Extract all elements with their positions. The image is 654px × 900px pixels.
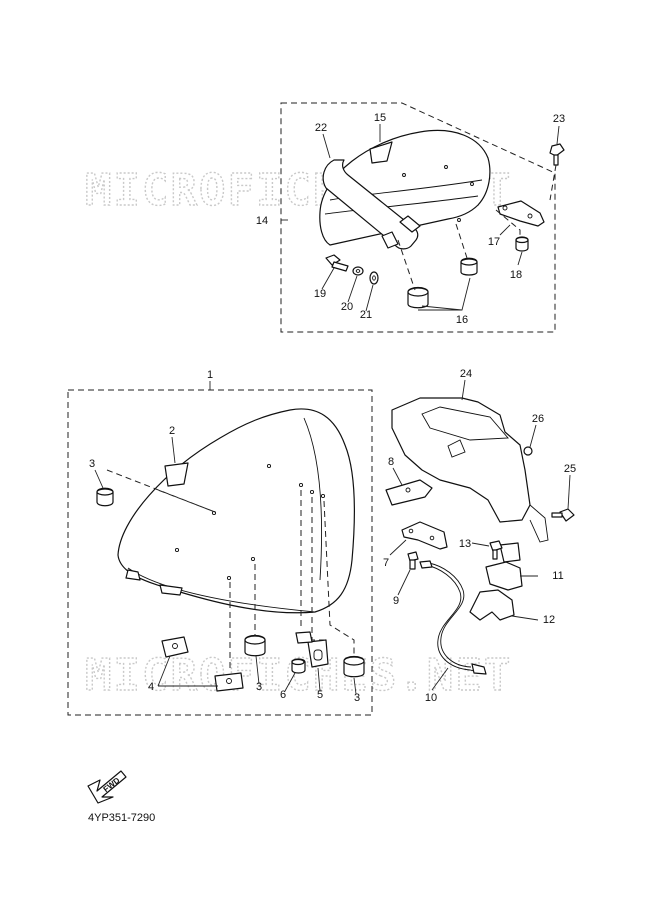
callout-22: 22 xyxy=(315,122,327,134)
washer-21[interactable] xyxy=(369,271,379,285)
group-box-1 xyxy=(67,389,373,716)
callout-3c: 3 xyxy=(354,692,360,704)
clip-6b[interactable] xyxy=(295,631,313,644)
callout-11: 11 xyxy=(552,570,563,582)
callout-15: 15 xyxy=(374,112,386,124)
callout-16: 16 xyxy=(456,314,468,326)
seat-lock-11[interactable] xyxy=(485,542,523,591)
callout-5: 5 xyxy=(317,689,323,701)
bolt-9[interactable] xyxy=(407,551,419,570)
fwd-arrow-icon: FWD xyxy=(87,770,127,804)
callout-25: 25 xyxy=(564,463,576,475)
screw-13[interactable] xyxy=(489,540,503,560)
callout-7: 7 xyxy=(383,557,389,569)
lock-bracket-12[interactable] xyxy=(469,589,515,621)
bolt-26[interactable] xyxy=(523,446,533,456)
damper-16a[interactable] xyxy=(460,257,478,276)
bracket-17[interactable] xyxy=(497,200,545,227)
bracket-cover-24[interactable] xyxy=(391,397,549,543)
callout-21: 21 xyxy=(360,309,372,321)
callout-2: 2 xyxy=(169,425,175,437)
collar-6[interactable] xyxy=(291,658,306,674)
bracket-4b[interactable] xyxy=(214,672,244,692)
callout-23: 23 xyxy=(553,113,565,125)
callout-20: 20 xyxy=(341,301,353,313)
bolt-25[interactable] xyxy=(551,508,575,522)
watermark-bottom: MICROFICHES.NET xyxy=(85,650,512,701)
bracket-8[interactable] xyxy=(385,479,433,506)
collar-18[interactable] xyxy=(515,236,529,252)
callout-19: 19 xyxy=(314,288,326,300)
callout-1: 1 xyxy=(207,369,213,381)
callout-9: 9 xyxy=(393,595,399,607)
callout-25-26: 26 xyxy=(532,413,544,425)
bolt-19[interactable] xyxy=(325,254,349,272)
damper-3c[interactable] xyxy=(343,655,365,678)
seat-grab-bar[interactable] xyxy=(322,159,421,250)
seat-emblem-2[interactable] xyxy=(164,462,189,487)
cable-10[interactable] xyxy=(419,560,487,675)
bracket-4a[interactable] xyxy=(161,636,189,658)
group-box-14 xyxy=(280,102,556,333)
damper-3b[interactable] xyxy=(244,634,266,657)
callout-17: 17 xyxy=(488,236,500,248)
callout-4: 4 xyxy=(148,681,154,693)
bracket-5[interactable] xyxy=(307,639,329,668)
callout-labels: 1 2 3 3 3 4 5 6 7 8 9 10 11 12 13 14 15 … xyxy=(89,112,576,704)
callout-12: 12 xyxy=(543,614,555,626)
callout-3b: 3 xyxy=(256,681,262,693)
bolt-23[interactable] xyxy=(549,143,565,166)
seat-emblem-15[interactable] xyxy=(369,141,393,164)
callout-10: 10 xyxy=(425,692,437,704)
callout-3a: 3 xyxy=(89,458,95,470)
callout-24: 24 xyxy=(460,368,472,380)
damper-16b[interactable] xyxy=(407,286,429,309)
callout-6: 6 xyxy=(280,689,286,701)
callout-14: 14 xyxy=(256,215,268,227)
callout-18: 18 xyxy=(510,269,522,281)
callout-8: 8 xyxy=(388,456,394,468)
main-seat[interactable] xyxy=(117,408,356,614)
bracket-7[interactable] xyxy=(401,521,448,550)
diagram-code: 4YP351-7290 xyxy=(88,812,155,824)
damper-3a[interactable] xyxy=(96,487,114,507)
callout-13: 13 xyxy=(459,538,471,550)
washer-20[interactable] xyxy=(352,266,364,276)
